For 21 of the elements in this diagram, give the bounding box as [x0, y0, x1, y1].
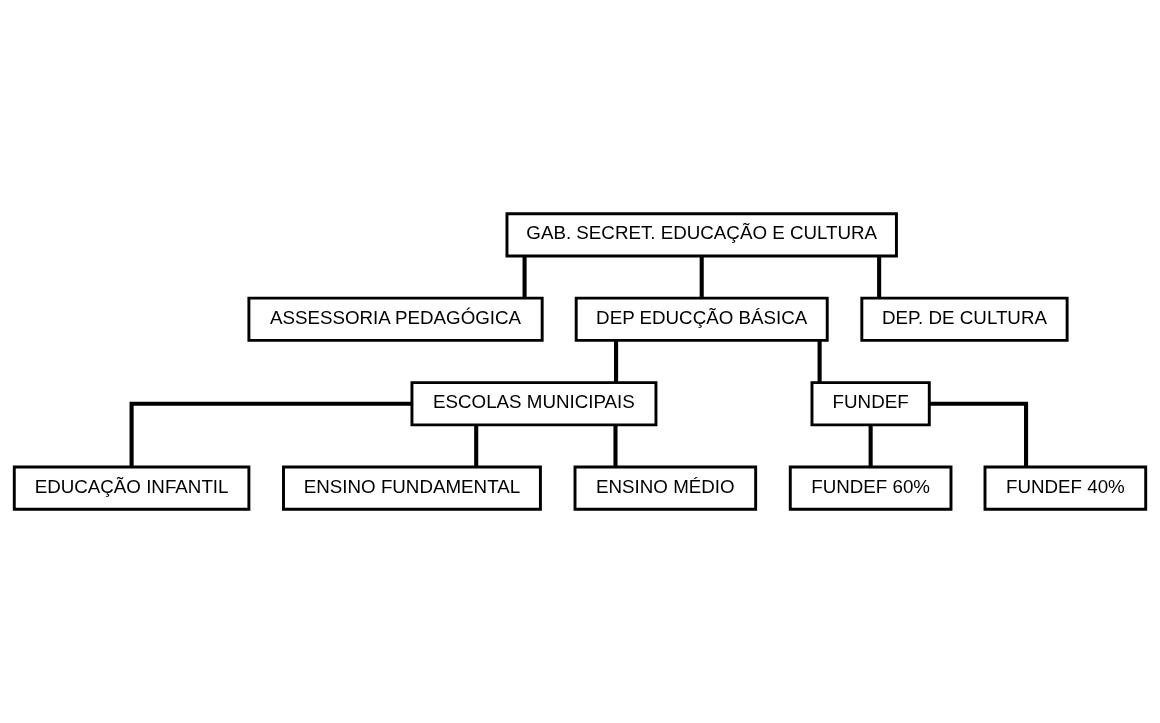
connector — [868, 425, 873, 467]
node-box: FUNDEF 40% — [983, 465, 1148, 511]
node-box: DEP. DE CULTURA — [860, 296, 1069, 342]
connector — [817, 340, 822, 383]
connector — [614, 340, 619, 383]
node-box: ASSESSORIA PEDAGÓGICA — [247, 296, 544, 342]
node-box: ENSINO FUNDAMENTAL — [282, 465, 542, 511]
connector — [929, 401, 1029, 467]
connector — [522, 256, 527, 298]
connector — [877, 256, 882, 298]
connector — [699, 256, 704, 298]
node-box: ESCOLAS MUNICIPAIS — [410, 381, 658, 427]
node-box: FUNDEF — [810, 381, 931, 427]
node-box: EDUCAÇÃO INFANTIL — [12, 465, 251, 511]
connector — [129, 401, 412, 467]
connector — [613, 425, 618, 467]
node-box: GAB. SECRET. EDUCAÇÃO E CULTURA — [505, 212, 898, 258]
connector — [474, 425, 479, 467]
node-box: FUNDEF 60% — [788, 465, 953, 511]
node-box: DEP EDUCÇÃO BÁSICA — [574, 296, 829, 342]
node-box: ENSINO MÉDIO — [573, 465, 758, 511]
